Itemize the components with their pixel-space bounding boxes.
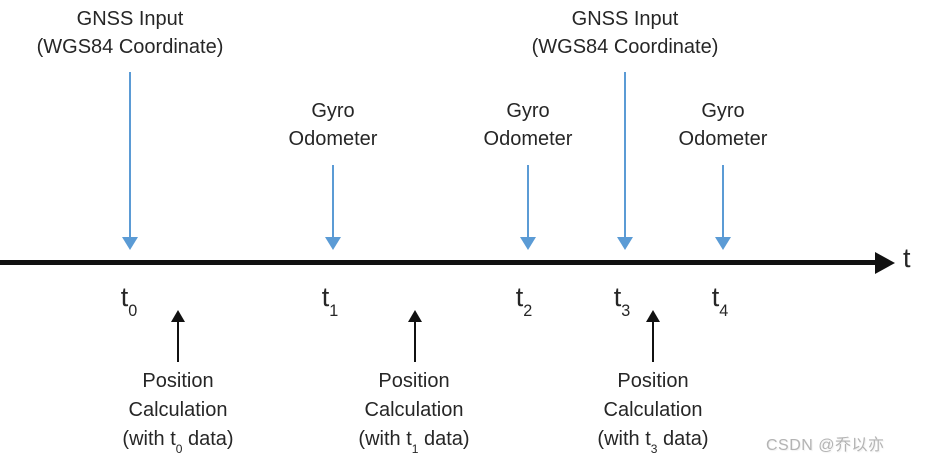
calc-line3: (with t0 data) bbox=[68, 425, 288, 456]
gyro-event-arrow-down-icon-t1 bbox=[325, 165, 341, 250]
calc-line1: Position bbox=[617, 370, 689, 392]
calc-line3: (with t1 data) bbox=[304, 425, 524, 456]
tick-base: t bbox=[120, 282, 129, 312]
calc-line3-post: data) bbox=[182, 428, 234, 450]
arrow-head bbox=[325, 237, 341, 250]
arrow-shaft bbox=[652, 322, 654, 362]
position-calculation-label-1: Position Calculation (with t0 data) bbox=[68, 367, 288, 456]
watermark: CSDN @乔以亦 bbox=[766, 437, 885, 454]
tick-base: t bbox=[711, 282, 720, 312]
calc-line2: Calculation bbox=[603, 399, 703, 421]
tick-label-t3: t3 bbox=[592, 282, 652, 320]
position-calculation-label-2: Position Calculation (with t1 data) bbox=[304, 367, 524, 456]
gyro-odometer-label-3-line2: Odometer bbox=[678, 128, 768, 150]
calc-line3-sub: 0 bbox=[175, 442, 183, 456]
arrow-head bbox=[171, 310, 185, 322]
tick-sub: 3 bbox=[621, 302, 631, 321]
tick-base: t bbox=[321, 282, 330, 312]
arrow-head bbox=[122, 237, 138, 250]
tick-sub: 1 bbox=[329, 302, 339, 321]
gyro-odometer-label-2: Gyro Odometer bbox=[398, 97, 658, 153]
gyro-event-arrow-down-icon-t2 bbox=[520, 165, 536, 250]
gnss-event-arrow-down-icon-t0 bbox=[122, 72, 138, 250]
time-axis-arrow-head-icon bbox=[875, 252, 895, 274]
gyro-odometer-label-1-line2: Odometer bbox=[288, 128, 378, 150]
tick-sub: 4 bbox=[719, 302, 729, 321]
arrow-shaft bbox=[177, 322, 179, 362]
calc-line2: Calculation bbox=[128, 399, 228, 421]
arrow-shaft bbox=[624, 72, 626, 237]
gnss-input-label-1: GNSS Input (WGS84 Coordinate) bbox=[0, 5, 260, 61]
gnss-input-label-1-line2: (WGS84 Coordinate) bbox=[36, 36, 224, 58]
tick-label-t0: t0 bbox=[99, 282, 159, 320]
arrow-head bbox=[520, 237, 536, 250]
calc-line3: (with t3 data) bbox=[543, 425, 763, 456]
arrow-shaft bbox=[527, 165, 529, 237]
arrow-shaft bbox=[722, 165, 724, 237]
calc-line3-pre: (with t bbox=[597, 428, 651, 450]
calculation-arrow-up-icon-1 bbox=[171, 310, 185, 362]
gnss-input-label-2-line1: GNSS Input bbox=[571, 8, 679, 30]
arrow-shaft bbox=[414, 322, 416, 362]
tick-label-t1: t1 bbox=[300, 282, 360, 320]
gnss-event-arrow-down-icon-t3 bbox=[617, 72, 633, 250]
gyro-event-arrow-down-icon-t4 bbox=[715, 165, 731, 250]
arrow-shaft bbox=[332, 165, 334, 237]
tick-base: t bbox=[515, 282, 524, 312]
gyro-odometer-label-2-line2: Odometer bbox=[483, 128, 573, 150]
arrow-shaft bbox=[129, 72, 131, 237]
calc-line3-post: data) bbox=[418, 428, 470, 450]
arrow-head bbox=[646, 310, 660, 322]
position-calculation-label-3: Position Calculation (with t3 data) bbox=[543, 367, 763, 456]
calc-line3-sub: 1 bbox=[411, 442, 419, 456]
tick-sub: 2 bbox=[523, 302, 533, 321]
calc-line1: Position bbox=[378, 370, 450, 392]
calc-line3-pre: (with t bbox=[358, 428, 412, 450]
calc-line1: Position bbox=[142, 370, 214, 392]
tick-sub: 0 bbox=[128, 302, 138, 321]
tick-label-t4: t4 bbox=[690, 282, 750, 320]
gyro-odometer-label-2-line1: Gyro bbox=[506, 100, 550, 122]
calc-line2: Calculation bbox=[364, 399, 464, 421]
calc-line3-post: data) bbox=[657, 428, 709, 450]
calculation-arrow-up-icon-3 bbox=[646, 310, 660, 362]
gnss-input-label-2: GNSS Input (WGS84 Coordinate) bbox=[495, 5, 755, 61]
gyro-odometer-label-3-line1: Gyro bbox=[701, 100, 745, 122]
gyro-odometer-label-1: Gyro Odometer bbox=[203, 97, 463, 153]
calc-line3-sub: 3 bbox=[650, 442, 658, 456]
time-axis-line bbox=[0, 260, 878, 265]
gyro-odometer-label-1-line1: Gyro bbox=[311, 100, 355, 122]
time-axis-label: t bbox=[903, 243, 911, 273]
arrow-head bbox=[617, 237, 633, 250]
calc-line3-pre: (with t bbox=[122, 428, 176, 450]
calculation-arrow-up-icon-2 bbox=[408, 310, 422, 362]
tick-label-t2: t2 bbox=[494, 282, 554, 320]
arrow-head bbox=[715, 237, 731, 250]
gnss-input-label-2-line2: (WGS84 Coordinate) bbox=[531, 36, 719, 58]
gyro-odometer-label-3: Gyro Odometer bbox=[593, 97, 853, 153]
arrow-head bbox=[408, 310, 422, 322]
gnss-input-label-1-line1: GNSS Input bbox=[76, 8, 184, 30]
tick-base: t bbox=[613, 282, 622, 312]
